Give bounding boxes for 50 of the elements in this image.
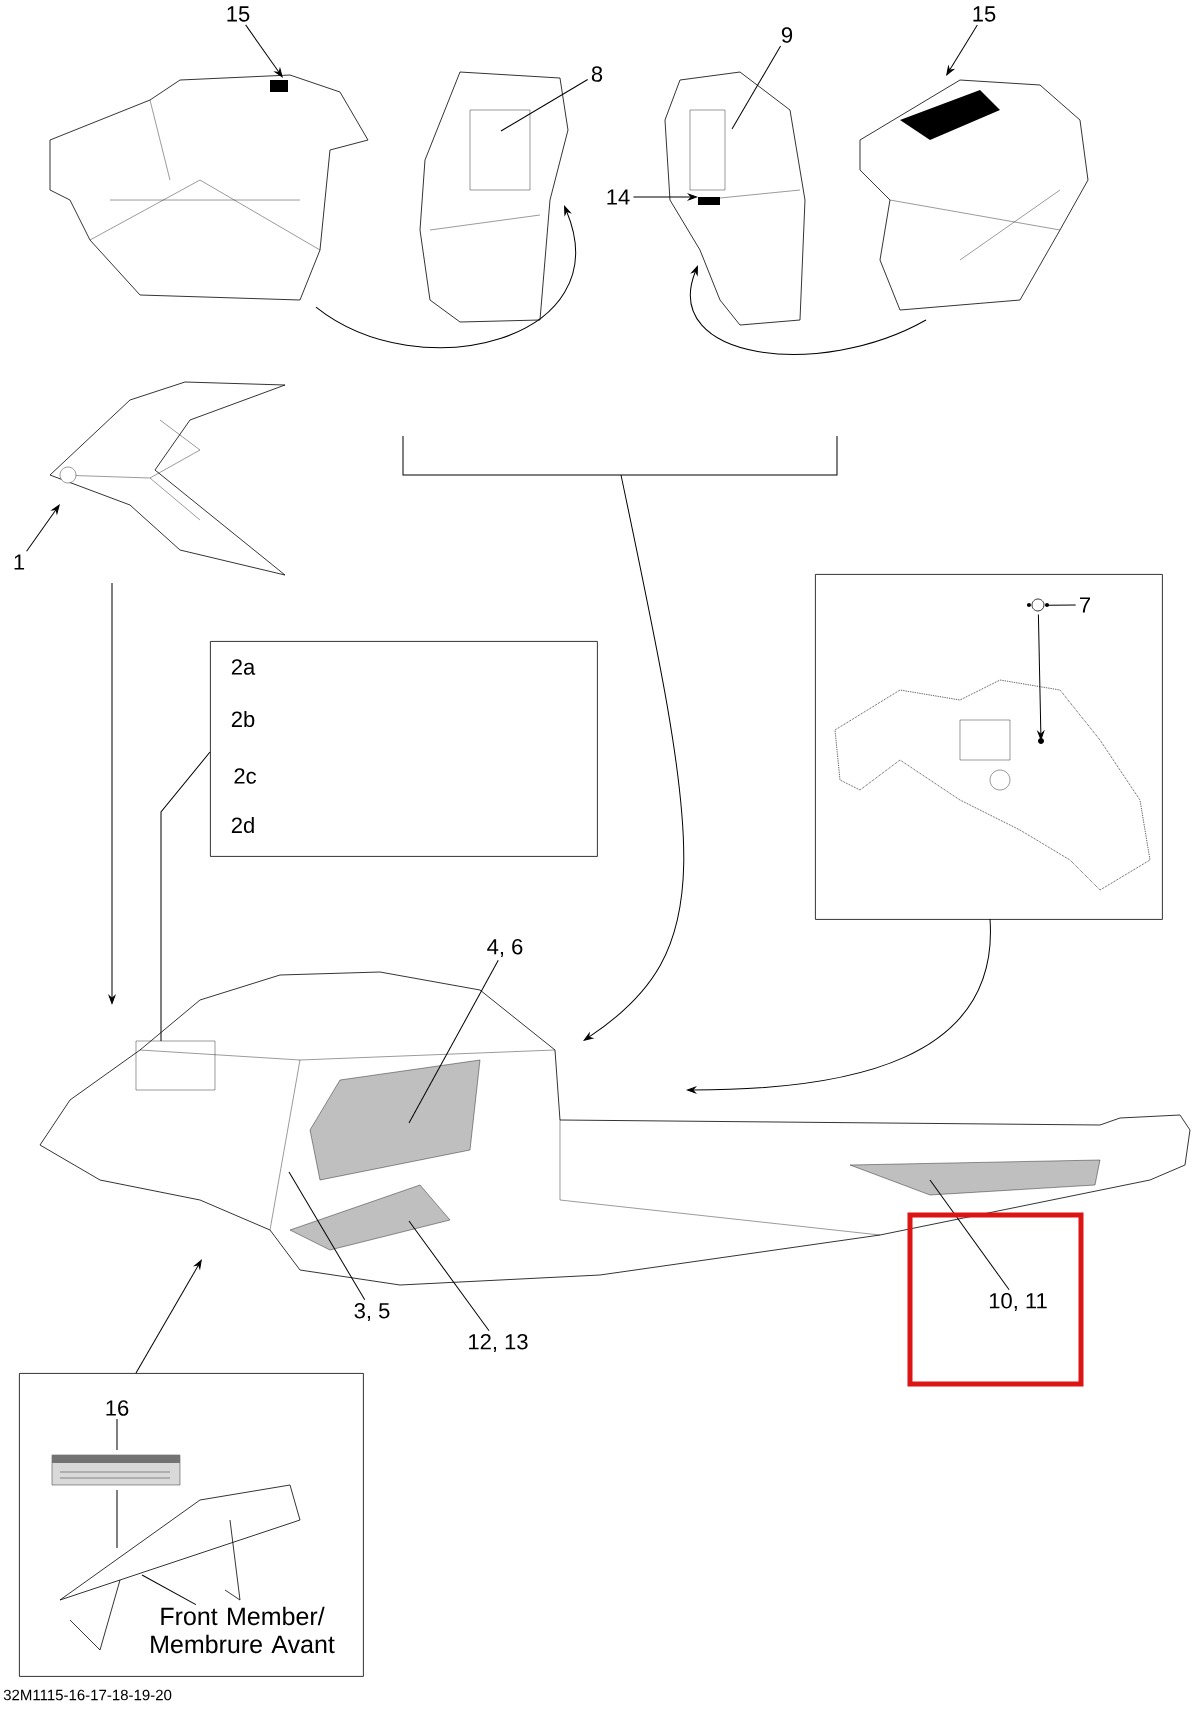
callout-number: 4, 6 [487,938,523,958]
bracket [402,435,838,476]
callout-number: 14 [607,189,630,205]
callout-number: 10, 11 [989,1292,1047,1312]
side-panel-drawing [664,71,806,326]
hood-outline-drawing [834,679,1151,891]
callout-number: 2d [231,816,254,834]
leader-line [141,1574,197,1606]
arrow [135,1259,202,1374]
arrow [108,582,116,1005]
callout-number: 2b [231,710,255,728]
leader-line [731,45,782,130]
arrow [26,504,60,552]
callout-number: 1 [14,554,25,570]
arrow [632,193,698,201]
inset-box [19,1373,364,1677]
drawing-number: 32M1115-16-17-18-19-20 [3,1689,172,1701]
leader-line [929,1179,1010,1291]
callout-number: 2c [234,768,257,784]
arrow [245,24,283,78]
arrow [583,474,685,1041]
snowmobile-body-drawing [39,971,1191,1286]
callout-number: 12, 13 [469,1333,528,1353]
callout-number: 9 [781,27,793,43]
leader-line [288,1171,366,1301]
inset-box [815,574,1163,920]
leader-line [160,751,211,1042]
callout-number: 15 [227,6,250,22]
leader-line [408,1220,490,1332]
callout-number: 2a [231,659,256,675]
side-panel-drawing [49,74,369,301]
leader-line [408,959,499,1124]
part-name: Front Member/ Membrure Avant [151,1606,335,1654]
hood-drawing [49,381,286,576]
arrow [686,918,991,1094]
arrow [689,265,927,355]
arrow [946,24,978,76]
callout-number: 16 [106,1400,129,1416]
callout-number: 3, 5 [354,1302,390,1322]
arrow [1037,613,1045,741]
callout-number: 15 [973,6,996,22]
washer-icon [1027,598,1049,612]
leader-line [1046,604,1077,606]
side-panel-drawing [859,79,1089,311]
leader-line [500,79,589,132]
arrow [315,205,576,349]
callout-number: 8 [591,66,603,82]
side-panel-drawing [419,71,569,323]
leader-line [116,1418,118,1549]
callout-number: 7 [1080,597,1090,613]
